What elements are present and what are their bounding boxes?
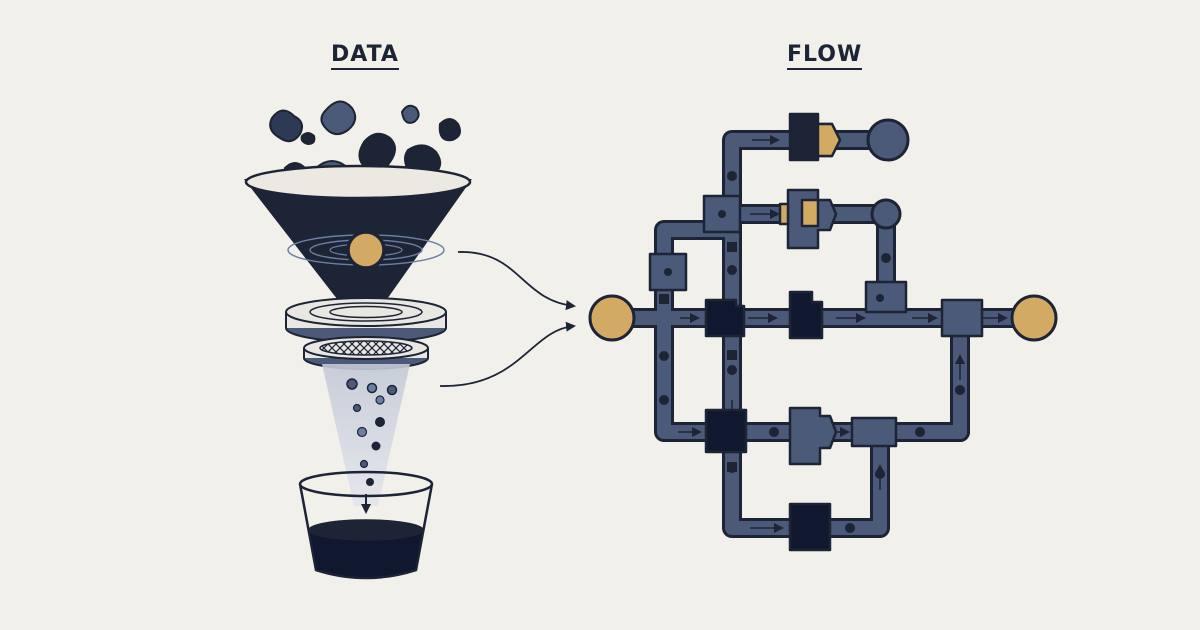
pipe-elbow-node	[870, 198, 902, 230]
connector-arrows	[439, 251, 576, 387]
flow-dots	[659, 171, 965, 533]
particle	[346, 378, 358, 390]
particle	[352, 403, 362, 413]
dark-valve	[788, 290, 824, 340]
valve-box	[788, 406, 838, 466]
dark-valve	[704, 298, 746, 338]
filter-disc	[285, 297, 447, 343]
funnel	[243, 164, 472, 308]
flow-heading: FLOW	[787, 42, 863, 70]
pipe-valves	[648, 112, 984, 552]
valve-box	[850, 416, 898, 448]
junction-block	[702, 194, 742, 234]
particle	[371, 441, 381, 451]
particle	[359, 459, 369, 469]
output-node	[1010, 294, 1058, 342]
dark-valve	[704, 408, 748, 454]
junction-block	[864, 280, 908, 314]
particle	[366, 382, 378, 394]
particle	[386, 384, 398, 396]
data-blob	[358, 132, 396, 173]
particle	[366, 478, 374, 486]
collection-cup	[298, 470, 434, 580]
upper-end-node	[866, 118, 910, 162]
source-node	[588, 294, 636, 342]
data-blob	[269, 109, 303, 143]
data-blob	[300, 132, 316, 146]
funnel-core	[346, 230, 386, 270]
particle	[375, 417, 385, 427]
dark-valve	[788, 502, 832, 552]
data-blob	[438, 118, 461, 142]
connector-arrow-upper	[457, 251, 576, 311]
mesh-sieve	[303, 336, 429, 370]
particle-stream	[322, 364, 410, 514]
flow-nodes	[588, 118, 1058, 342]
data-blob	[320, 100, 357, 136]
connector-arrow-lower	[439, 321, 576, 387]
data-blob	[400, 104, 420, 124]
particle	[375, 395, 385, 405]
data-heading: DATA	[331, 42, 399, 70]
junction-block	[940, 298, 984, 338]
particle	[356, 426, 368, 438]
